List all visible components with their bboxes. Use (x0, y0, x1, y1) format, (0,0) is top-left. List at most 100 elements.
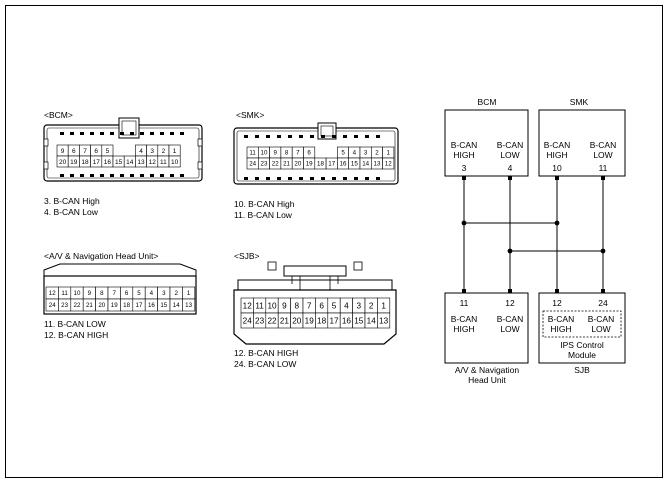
pin-cell (382, 157, 395, 170)
schem-terminal (462, 289, 466, 293)
splice-dot (554, 220, 560, 226)
schem-smk-pin-b-label-2: LOW (593, 150, 612, 160)
bcm-legend-1: 3. B-CAN High (44, 196, 100, 206)
pin-number: 8 (100, 290, 104, 297)
pin-number: 13 (379, 316, 389, 325)
latch-tick (140, 174, 144, 177)
latch-tick (354, 135, 358, 138)
pin-number: 10 (267, 301, 277, 310)
schem-sjb-pin-b-num: 24 (598, 298, 608, 308)
pin-number: 6 (94, 148, 98, 155)
latch-tick (120, 174, 124, 177)
schem-terminal (508, 289, 512, 293)
latch-tick (150, 174, 154, 177)
latch-tick (110, 174, 114, 177)
latch-tick (130, 174, 134, 177)
pin-number: 5 (332, 301, 337, 310)
pin-number: 24 (243, 316, 253, 325)
pin-number: 5 (106, 148, 110, 155)
schem-terminal (555, 176, 559, 180)
latch-tick (180, 132, 184, 135)
pin-number: 4 (139, 148, 143, 155)
pin-number: 10 (74, 290, 81, 297)
pin-number: 17 (136, 302, 143, 309)
pin-number: 14 (126, 159, 134, 166)
latch-tick (180, 174, 184, 177)
latch-tick (332, 177, 336, 180)
splice-dot (461, 220, 467, 226)
pin-number: 15 (354, 316, 364, 325)
pin-number: 18 (317, 161, 324, 168)
pin-number: 22 (272, 161, 279, 168)
schem-smk-pin-a-label-2: HIGH (546, 150, 567, 160)
pin-number: 18 (317, 316, 327, 325)
pin-number: 23 (61, 302, 68, 309)
pin-number: 11 (61, 290, 68, 297)
smk-legend-1: 10. B-CAN High (234, 199, 295, 209)
pin-number: 17 (93, 159, 101, 166)
av-legend-2: 12. B-CAN HIGH (44, 330, 108, 340)
schem-av-pin-a-label-1: B-CAN (451, 314, 477, 324)
pin-number: 17 (329, 316, 339, 325)
pin-number: 5 (341, 150, 345, 157)
pin-number: 15 (160, 302, 167, 309)
latch-tick (170, 174, 174, 177)
latch-tick (100, 132, 104, 135)
schem-smk-pin-b-num: 11 (599, 163, 608, 173)
latch-tick (70, 174, 74, 177)
pin-number: 11 (249, 150, 256, 157)
pin-number: 12 (49, 290, 56, 297)
pin-number: 4 (353, 150, 357, 157)
pin-number: 3 (162, 290, 166, 297)
pin-number: 6 (307, 150, 311, 157)
sjb-connector-title: <SJB> (234, 251, 260, 261)
schem-sjb-box (538, 292, 626, 364)
latch-tick (60, 132, 64, 135)
pin-number: 13 (137, 159, 145, 166)
pin-number: 18 (81, 159, 89, 166)
schem-bcm-name: BCM (478, 97, 497, 107)
pin-number: 1 (381, 301, 386, 310)
latch-tick (70, 132, 74, 135)
latch-tick (130, 132, 134, 135)
schem-av-pin-b-label-2: LOW (500, 324, 519, 334)
latch-tick (80, 132, 84, 135)
latch-tick (288, 135, 292, 138)
pin-number: 19 (70, 159, 78, 166)
pin-number: 12 (385, 161, 392, 168)
pin-number: 12 (149, 159, 157, 166)
schem-av-pin-a-label-2: HIGH (453, 324, 474, 334)
pin-number: 24 (49, 302, 56, 309)
pin-number: 15 (115, 159, 123, 166)
latch-tick (354, 177, 358, 180)
schem-sjb-pin-a-num: 12 (552, 298, 562, 308)
pin-number: 14 (367, 316, 377, 325)
schem-av-pin-a-num: 11 (460, 298, 469, 308)
pin-number: 6 (125, 290, 129, 297)
pin-number: 24 (249, 161, 256, 168)
pin-number: 14 (173, 302, 180, 309)
pin-number: 3 (357, 301, 362, 310)
schem-smk-box (538, 109, 626, 177)
sjb-legend-2: 24. B-CAN LOW (234, 359, 296, 369)
pin-number: 20 (292, 316, 302, 325)
schem-bcm-pin-a-label-1: B-CAN (451, 140, 477, 150)
pin-number: 19 (305, 316, 315, 325)
pin-number: 21 (86, 302, 93, 309)
schem-sjb-module-1: IPS Control (560, 340, 604, 350)
schem-terminal (601, 176, 605, 180)
pin-number: 22 (74, 302, 81, 309)
pin-number: 19 (306, 161, 313, 168)
pin-number: 8 (295, 301, 300, 310)
schem-bcm-pin-a-num: 3 (462, 163, 467, 173)
latch-tick (244, 135, 248, 138)
schem-terminal (555, 289, 559, 293)
schem-sjb-name: SJB (574, 365, 590, 375)
sjb-legend-1: 12. B-CAN HIGH (234, 348, 298, 358)
pin-number: 23 (255, 316, 265, 325)
pin-number: 6 (319, 301, 324, 310)
latch-tick (299, 177, 303, 180)
schem-sjb-module-2: Module (568, 350, 596, 360)
